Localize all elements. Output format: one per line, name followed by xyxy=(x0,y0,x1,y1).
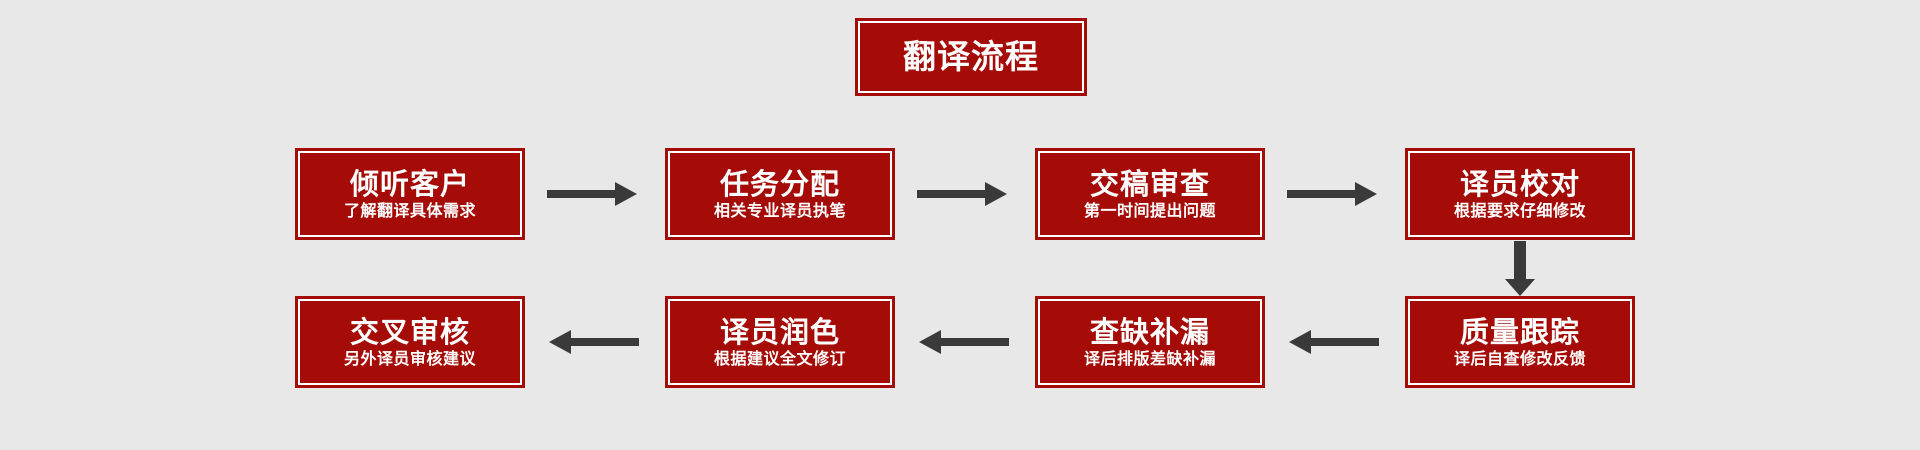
arrow-right-icon xyxy=(1287,179,1379,209)
arrow-left-icon xyxy=(917,327,1009,357)
step-title: 译员校对 xyxy=(1459,167,1580,202)
step-box-listen-client[interactable]: 倾听客户 了解翻译具体需求 xyxy=(295,148,525,240)
step-title: 交叉审核 xyxy=(349,315,470,350)
step-box-translator-polish[interactable]: 译员润色 根据建议全文修订 xyxy=(665,296,895,388)
step-box-translator-proofread[interactable]: 译员校对 根据要求仔细修改 xyxy=(1405,148,1635,240)
step-subtitle: 译后自查修改反馈 xyxy=(1453,348,1586,368)
step-subtitle: 了解翻译具体需求 xyxy=(343,200,476,220)
step-box-inner: 译员校对 根据要求仔细修改 xyxy=(1408,151,1632,237)
diagram-title-text: 翻译流程 xyxy=(903,36,1039,76)
step-box-inner: 倾听客户 了解翻译具体需求 xyxy=(298,151,522,237)
step-title: 查缺补漏 xyxy=(1089,315,1210,350)
arrow-right-icon xyxy=(547,179,639,209)
arrow-left-icon xyxy=(547,327,639,357)
step-subtitle: 根据要求仔细修改 xyxy=(1453,200,1586,220)
step-title: 译员润色 xyxy=(719,315,840,350)
arrow-left-icon xyxy=(1287,327,1379,357)
step-box-inner: 查缺补漏 译后排版差缺补漏 xyxy=(1038,299,1262,385)
step-box-inner: 任务分配 相关专业译员执笔 xyxy=(668,151,892,237)
step-box-quality-tracking[interactable]: 质量跟踪 译后自查修改反馈 xyxy=(1405,296,1635,388)
arrow-right-icon xyxy=(917,179,1009,209)
step-box-inner: 交叉审核 另外译员审核建议 xyxy=(298,299,522,385)
step-title: 质量跟踪 xyxy=(1459,315,1580,350)
step-title: 任务分配 xyxy=(719,167,840,202)
step-box-cross-review[interactable]: 交叉审核 另外译员审核建议 xyxy=(295,296,525,388)
step-subtitle: 第一时间提出问题 xyxy=(1083,200,1216,220)
step-box-inner: 译员润色 根据建议全文修订 xyxy=(668,299,892,385)
step-box-inner: 质量跟踪 译后自查修改反馈 xyxy=(1408,299,1632,385)
step-title: 倾听客户 xyxy=(349,167,470,202)
step-subtitle: 译后排版差缺补漏 xyxy=(1083,348,1216,368)
step-box-draft-review[interactable]: 交稿审查 第一时间提出问题 xyxy=(1035,148,1265,240)
step-box-inner: 交稿审查 第一时间提出问题 xyxy=(1038,151,1262,237)
step-title: 交稿审查 xyxy=(1089,167,1210,202)
step-box-gap-filling[interactable]: 查缺补漏 译后排版差缺补漏 xyxy=(1035,296,1265,388)
diagram-title-inner: 翻译流程 xyxy=(858,21,1084,93)
diagram-title-box: 翻译流程 xyxy=(855,18,1087,96)
step-subtitle: 另外译员审核建议 xyxy=(343,348,476,368)
step-subtitle: 根据建议全文修订 xyxy=(713,348,846,368)
arrow-down-icon xyxy=(1500,241,1540,297)
step-box-task-assignment[interactable]: 任务分配 相关专业译员执笔 xyxy=(665,148,895,240)
step-subtitle: 相关专业译员执笔 xyxy=(713,200,846,220)
